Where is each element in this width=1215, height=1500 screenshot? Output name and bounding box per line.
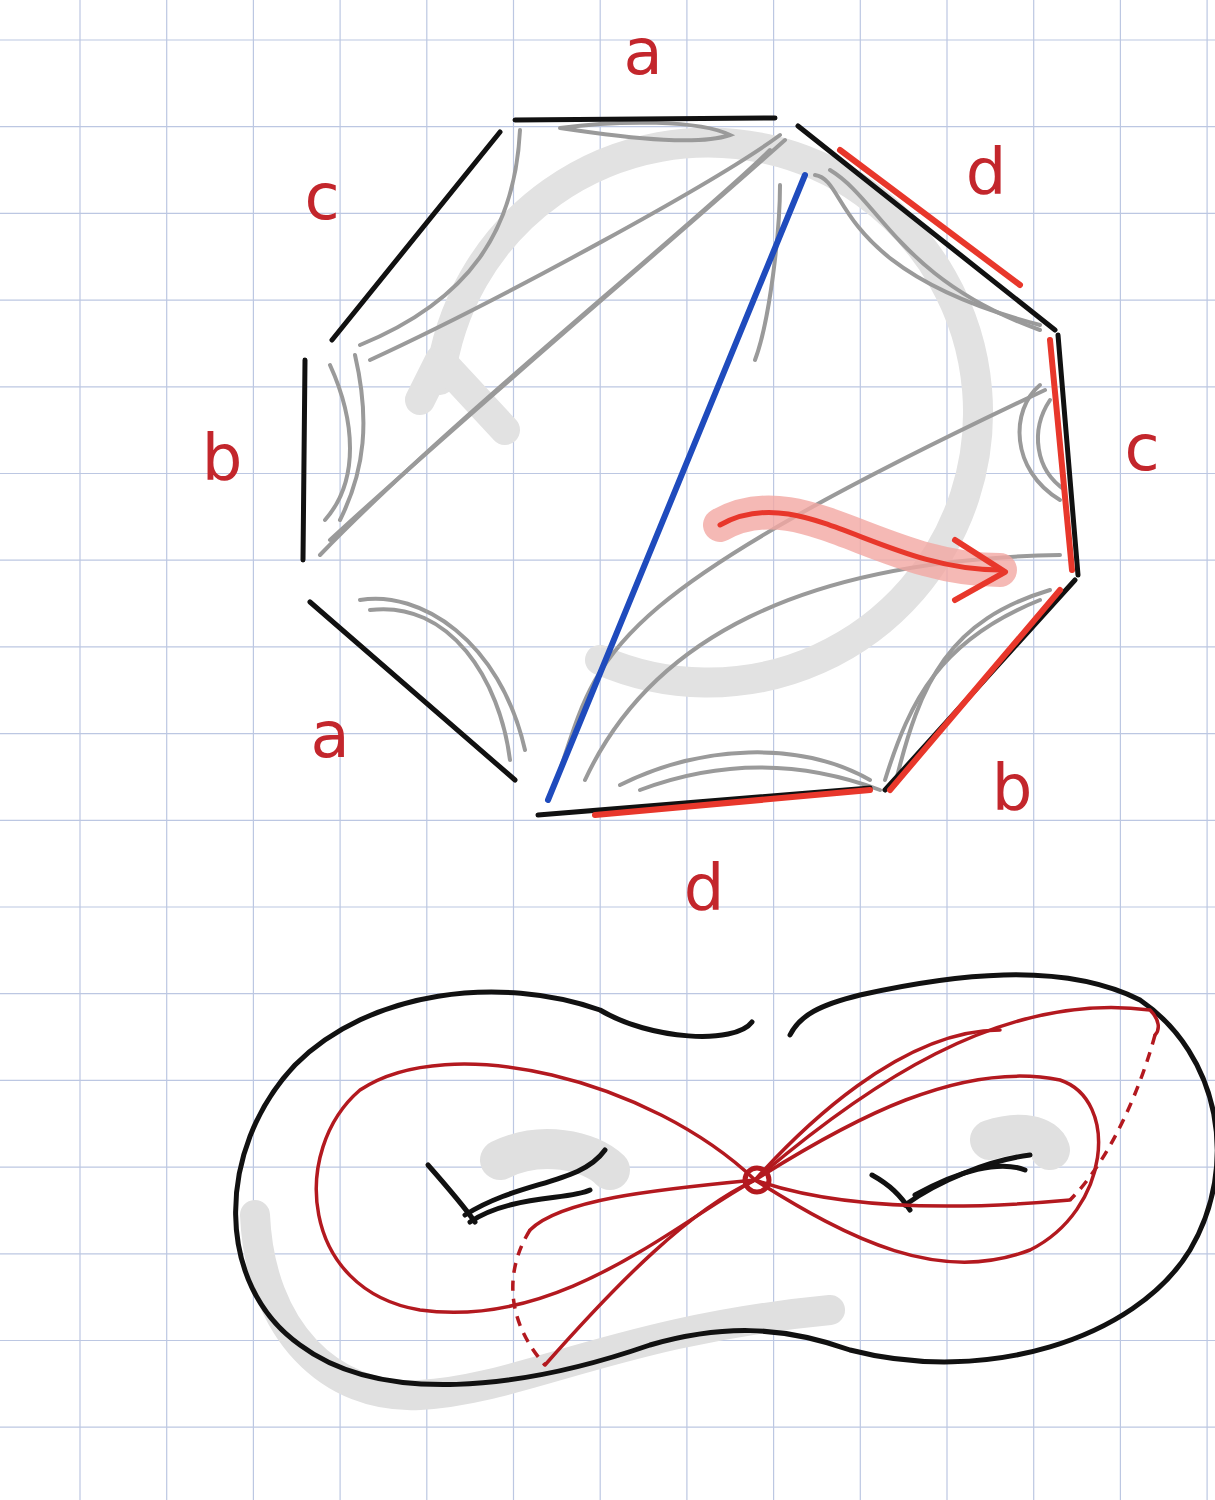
edge-label: c	[304, 165, 339, 229]
grid-line	[0, 386, 1215, 387]
grid-line	[1206, 0, 1207, 1500]
grid-line	[773, 0, 774, 1500]
grid-line	[0, 1080, 1215, 1081]
grid-line	[860, 0, 861, 1500]
grid-line	[1120, 0, 1121, 1500]
grid-line	[79, 0, 80, 1500]
grid-line	[0, 126, 1215, 127]
grid-line	[0, 39, 1215, 40]
generator-loops	[316, 1007, 1158, 1365]
grid-line	[946, 0, 947, 1500]
edge-label: d	[966, 140, 1007, 204]
octagon-edges	[303, 118, 1078, 815]
grid-line	[0, 820, 1215, 821]
edge-label: b	[992, 756, 1033, 820]
grid-line	[0, 906, 1215, 907]
edge-label: d	[684, 856, 725, 920]
grid-line	[0, 213, 1215, 214]
grid-line	[166, 0, 167, 1500]
surface-shading	[255, 1135, 1050, 1395]
grid-line	[0, 733, 1215, 734]
edge-label: c	[1124, 416, 1159, 480]
hidden-loop-parts	[513, 1035, 1155, 1365]
highlighted-edges	[595, 150, 1072, 815]
edge-label: a	[623, 20, 662, 84]
diagonal	[548, 175, 805, 800]
edge-label: b	[202, 426, 243, 490]
grid-line	[0, 993, 1215, 994]
grid-line	[0, 1253, 1215, 1254]
translation-arrowhead	[955, 540, 1005, 600]
genus-two-surface	[236, 975, 1215, 1385]
grid-line	[1033, 0, 1034, 1500]
grid-line	[0, 560, 1215, 561]
grid-line	[0, 1427, 1215, 1428]
edge-label: a	[310, 703, 349, 767]
grid-line	[0, 300, 1215, 301]
